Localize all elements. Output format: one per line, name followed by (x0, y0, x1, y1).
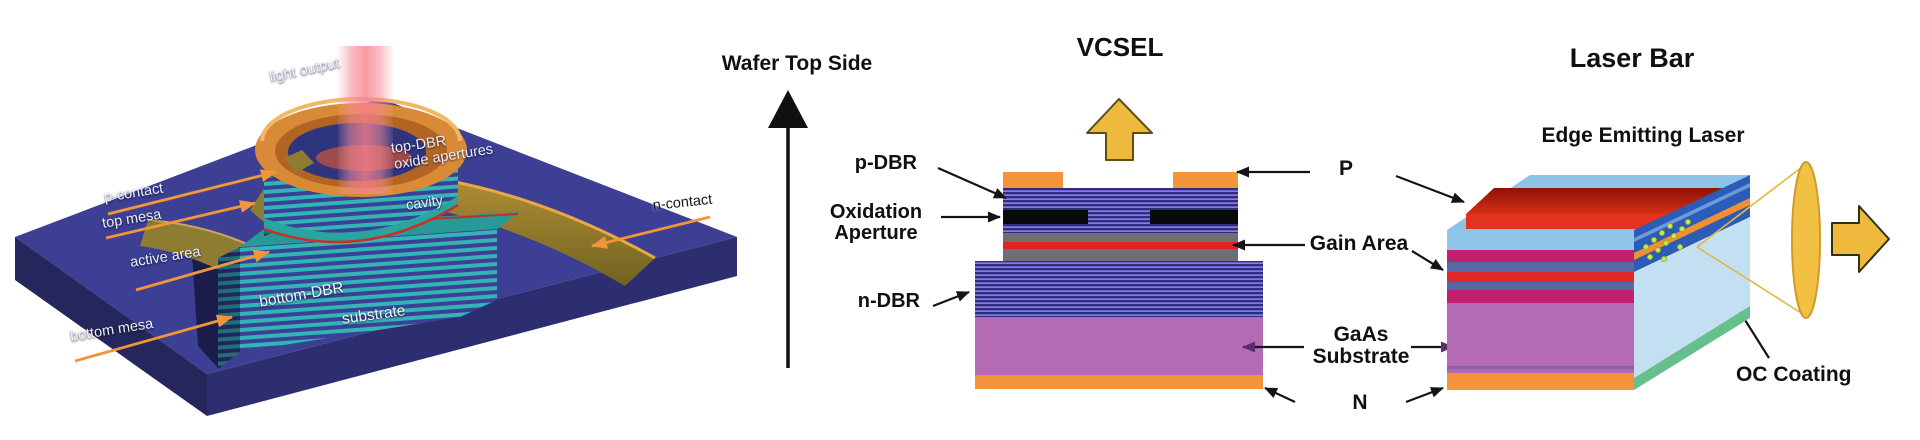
label-oc-coating: OC Coating (1736, 363, 1852, 386)
label-gaas-substrate: GaAs Substrate (1312, 323, 1410, 369)
mesa-dbr-thin (1003, 224, 1238, 233)
facet-active-stripe (1634, 198, 1750, 260)
aperture-opening (1088, 210, 1150, 224)
top-mesa-arrow (105, 200, 256, 240)
n-arrow-left (1264, 387, 1296, 403)
label-wafer-top-side: Wafer Top Side (721, 52, 873, 75)
label-n: N (1352, 391, 1368, 414)
magenta-layer-bottom (1447, 290, 1634, 303)
bottom-mesa-arrow (74, 314, 233, 363)
gaas-substrate-layer (975, 317, 1263, 375)
p-dbr-layer (1003, 188, 1238, 210)
top-dbr-cylinder (264, 168, 458, 237)
p-contact-arrow (107, 169, 277, 216)
trench-wedge (192, 254, 218, 368)
cladding-layer (1447, 230, 1634, 250)
bottom-dbr-front-face (240, 229, 497, 352)
p-dbr-arrow (937, 166, 1007, 200)
cone-line-bottom (1696, 246, 1807, 317)
laser-bar-title: Laser Bar (1569, 43, 1695, 73)
slab-front-right-face (207, 237, 737, 416)
n-arrow-right (1405, 386, 1444, 404)
p-contact-pad-left (1003, 172, 1063, 188)
gain-layer (1447, 272, 1634, 282)
slab-front-left-face (15, 237, 207, 416)
n-contact-gold-arc (438, 180, 655, 286)
bar-facet-face (1634, 175, 1750, 390)
annotation-arrows-black (932, 166, 1770, 404)
collimating-lens (1791, 161, 1821, 319)
output-optics (1696, 161, 1890, 319)
n-dbr-arrow (932, 290, 970, 308)
laser-bar-render (1447, 161, 1890, 390)
substrate-layer (1447, 303, 1634, 373)
label-gain-area: Gain Area (1309, 232, 1409, 255)
facet-substrate-area (1634, 217, 1750, 378)
wafer-axis-arrow (768, 90, 808, 368)
n-arc-highlight (444, 178, 656, 260)
n-dbr-layer (975, 261, 1263, 317)
label-oxidation-aperture: Oxidation Aperture (829, 201, 923, 244)
light-beam (338, 46, 393, 194)
emission-dots (1643, 218, 1692, 262)
cavity-red-line (263, 203, 459, 244)
laser-output-arrow (1831, 205, 1890, 273)
oc-coating-strip (1634, 306, 1750, 390)
magenta-layer-top (1447, 250, 1634, 262)
gain-layer (1003, 242, 1238, 249)
p-arrow-right (1395, 174, 1465, 204)
annotation-arrows-orange (74, 169, 711, 363)
label-n-dbr: n-DBR (857, 290, 920, 312)
label-edge-emitting-laser: Edge Emitting Laser (1541, 124, 1745, 147)
spacer-gray-bottom (1003, 249, 1238, 261)
n-contact-arrow (591, 215, 711, 249)
facet-light-stripe (1634, 183, 1750, 242)
barrier-layer-bottom (1447, 282, 1634, 290)
vcsel-3d-render (15, 46, 737, 416)
bar-front-face (1447, 230, 1634, 390)
axis-arrowhead (768, 90, 808, 128)
label-p-dbr: p-DBR (854, 152, 917, 174)
cone-line-top (1696, 163, 1807, 248)
n-contact-layer (1447, 373, 1634, 390)
n-contact-layer (975, 375, 1263, 389)
ring-gap-gold (284, 150, 314, 173)
gain-arrow-right (1411, 250, 1444, 271)
barrier-layer-top (1447, 262, 1634, 272)
vcsel-cross-section (975, 98, 1263, 389)
spacer-gray-top (1003, 233, 1238, 242)
substrate-line (1447, 366, 1634, 369)
label-p: P (1338, 157, 1353, 180)
bottom-mesa-side-face (218, 247, 240, 369)
vcsel-title: VCSEL (1076, 32, 1164, 62)
p-contact-pad-right (1173, 172, 1238, 188)
active-area-arrow (135, 249, 270, 292)
vcsel-emission-arrow (1086, 98, 1153, 161)
ridge-top-face (1466, 188, 1744, 214)
cavity-band (264, 196, 458, 244)
